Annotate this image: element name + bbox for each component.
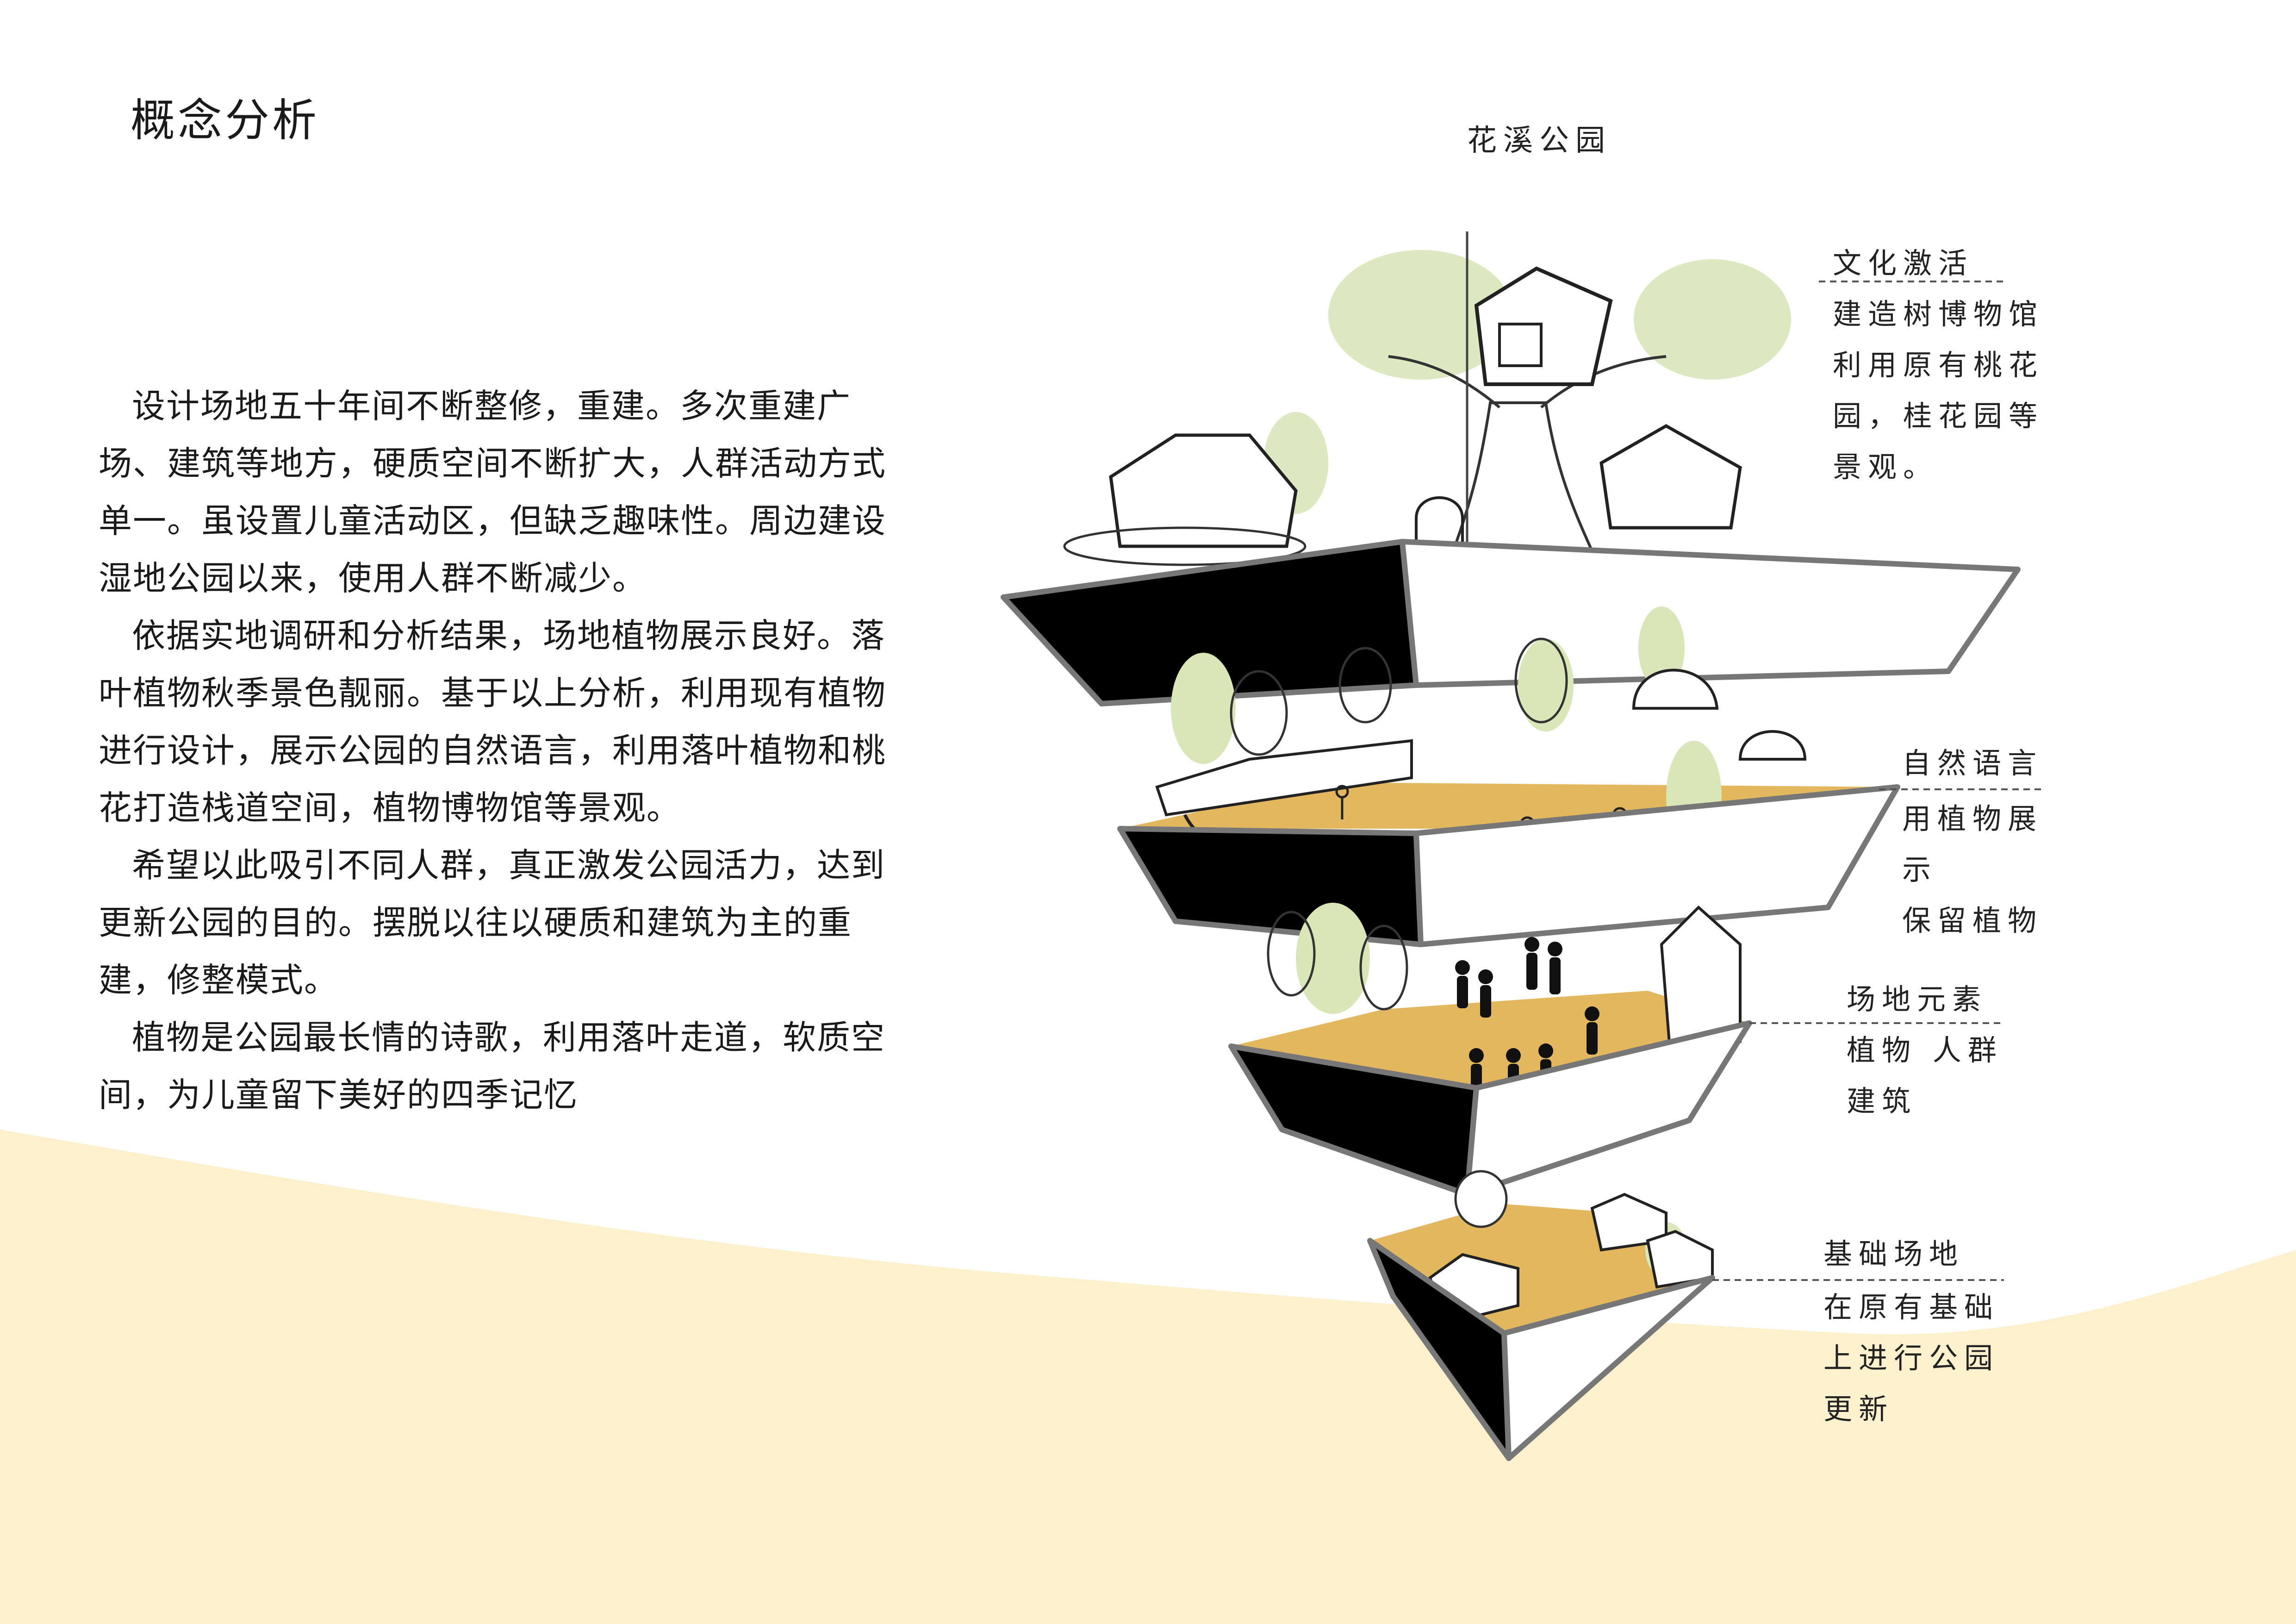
annotation-line: 示: [1902, 853, 1937, 887]
diagram-title: 花溪公园: [1467, 124, 1612, 158]
annotation-line: 用植物展: [1902, 802, 2043, 836]
tree: [1514, 637, 1568, 724]
annotation-line: 植物 人群: [1847, 1033, 2003, 1067]
slab-front: [1413, 784, 1900, 947]
body-paragraph: 植物是公园最长情的诗歌，利用落叶走道，软质空间，为儿童留下美好的四季记忆: [99, 1018, 886, 1114]
annotation-line: 建造树博物馆: [1833, 297, 2044, 331]
tree: [1338, 647, 1392, 724]
annotation-culture: 文化激活 建造树博物馆 利用原有桃花 园，桂花园等 景观。: [1819, 246, 2044, 484]
arch-gate: [1415, 496, 1464, 556]
tree: [1267, 911, 1316, 997]
foliage-wash: [1518, 639, 1574, 731]
house-right: [1599, 424, 1742, 530]
annotation-heading: 基础场地: [1823, 1237, 1964, 1271]
dome: [1632, 668, 1719, 710]
tree: [1230, 670, 1288, 756]
slab-front: [1501, 1275, 1715, 1461]
foliage-wash: [1634, 259, 1791, 380]
planter: [1155, 739, 1413, 817]
slab-deck: [1231, 991, 1749, 1088]
annotation-line: 更新: [1823, 1392, 1894, 1426]
deck-ring: [1063, 526, 1307, 566]
layer-nature: [1117, 606, 1900, 947]
tree-trunk: [1451, 401, 1594, 552]
annotation-heading: 场地元素: [1847, 982, 1987, 1016]
annotation-nature: 自然语言 用植物展 示 保留植物: [1879, 746, 2043, 937]
annotation-line: 景观。: [1833, 450, 1938, 484]
page-title: 概念分析: [131, 94, 319, 146]
slab-side: [1117, 826, 1424, 947]
annotation-site-elements: 场地元素 植物 人群 建筑: [1749, 982, 2004, 1118]
body-text: 设计场地五十年间不断整修，重建。多次重建广场、建筑等地方，硬质空间不断扩大，人群…: [99, 377, 904, 1124]
annotation-line: 园，桂花园等: [1833, 399, 2044, 433]
annotation-line: 保留植物: [1902, 904, 2043, 937]
body-paragraph: 依据实地调研和分析结果，场地植物展示良好。落叶植物秋季景色靓丽。基于以上分析，利…: [99, 616, 887, 827]
slab-front: [1464, 1020, 1752, 1197]
annotation-line: 上进行公园: [1823, 1341, 1999, 1375]
annotation-line: 在原有基础: [1823, 1290, 1999, 1324]
annotation-heading: 文化激活: [1833, 246, 1973, 280]
body-paragraph: 希望以此吸引不同人群，真正激发公园活力，达到更新公园的目的。摆脱以往以硬质和建筑…: [99, 846, 886, 999]
tree-branch: [1388, 355, 1667, 409]
block-building: [1590, 1193, 1668, 1252]
layer-foundation: [1367, 1170, 1715, 1461]
annotation-line: 利用原有桃花: [1833, 348, 2044, 382]
body-paragraph: 设计场地五十年间不断整修，重建。多次重建广场、建筑等地方，硬质空间不断扩大，人群…: [99, 387, 887, 598]
treehouse-window: [1498, 323, 1543, 367]
wave-shape: [0, 1130, 2296, 1624]
annotation-line: 建筑: [1847, 1084, 1917, 1118]
annotation-foundation: 基础场地 在原有基础 上进行公园 更新: [1712, 1237, 2004, 1426]
tree: [1359, 924, 1408, 1011]
slab-front: [1400, 539, 2021, 688]
foliage-wash: [1296, 903, 1370, 1014]
block-building: [1646, 1230, 1714, 1289]
foliage-wash: [1171, 653, 1236, 764]
tree: [1454, 1170, 1508, 1228]
layer-site-elements: [1228, 903, 1752, 1197]
dome: [1738, 730, 1807, 761]
house-left: [1109, 433, 1298, 548]
annotation-heading: 自然语言: [1902, 746, 2043, 780]
